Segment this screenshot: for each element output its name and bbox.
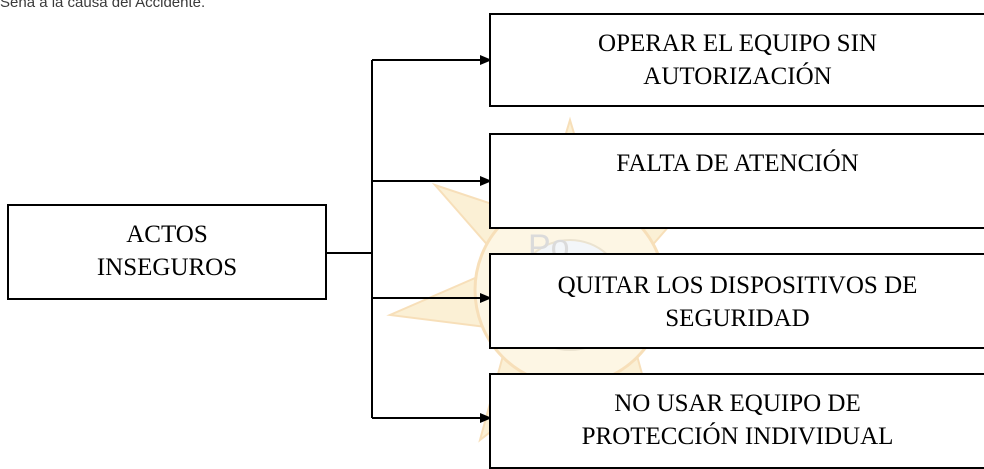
branch-2-line-1: FALTA DE ATENCIÓN bbox=[616, 150, 859, 177]
branch-4-line-1: NO USAR EQUIPO DE bbox=[614, 390, 861, 417]
caption-fragment: Seña a la causa del Accidente. bbox=[0, 0, 206, 11]
root-line-2: INSEGUROS bbox=[96, 254, 238, 281]
root-box: ACTOS INSEGUROS bbox=[7, 204, 327, 300]
branch-3-line-2: SEGURIDAD bbox=[665, 305, 810, 332]
branch-4-line-2: PROTECCIÓN INDIVIDUAL bbox=[581, 423, 894, 450]
branch-1-line-1: OPERAR EL EQUIPO SIN bbox=[598, 30, 877, 57]
branch-box-3: QUITAR LOS DISPOSITIVOS DE SEGURIDAD bbox=[489, 253, 984, 349]
root-line-1: ACTOS bbox=[126, 221, 208, 248]
branch-box-2: FALTA DE ATENCIÓN bbox=[489, 133, 984, 229]
branch-box-1: OPERAR EL EQUIPO SIN AUTORIZACIÓN bbox=[489, 13, 984, 107]
branch-box-4: NO USAR EQUIPO DE PROTECCIÓN INDIVIDUAL bbox=[489, 373, 984, 469]
branch-1-line-2: AUTORIZACIÓN bbox=[643, 63, 832, 90]
branch-3-line-1: QUITAR LOS DISPOSITIVOS DE bbox=[557, 272, 918, 299]
